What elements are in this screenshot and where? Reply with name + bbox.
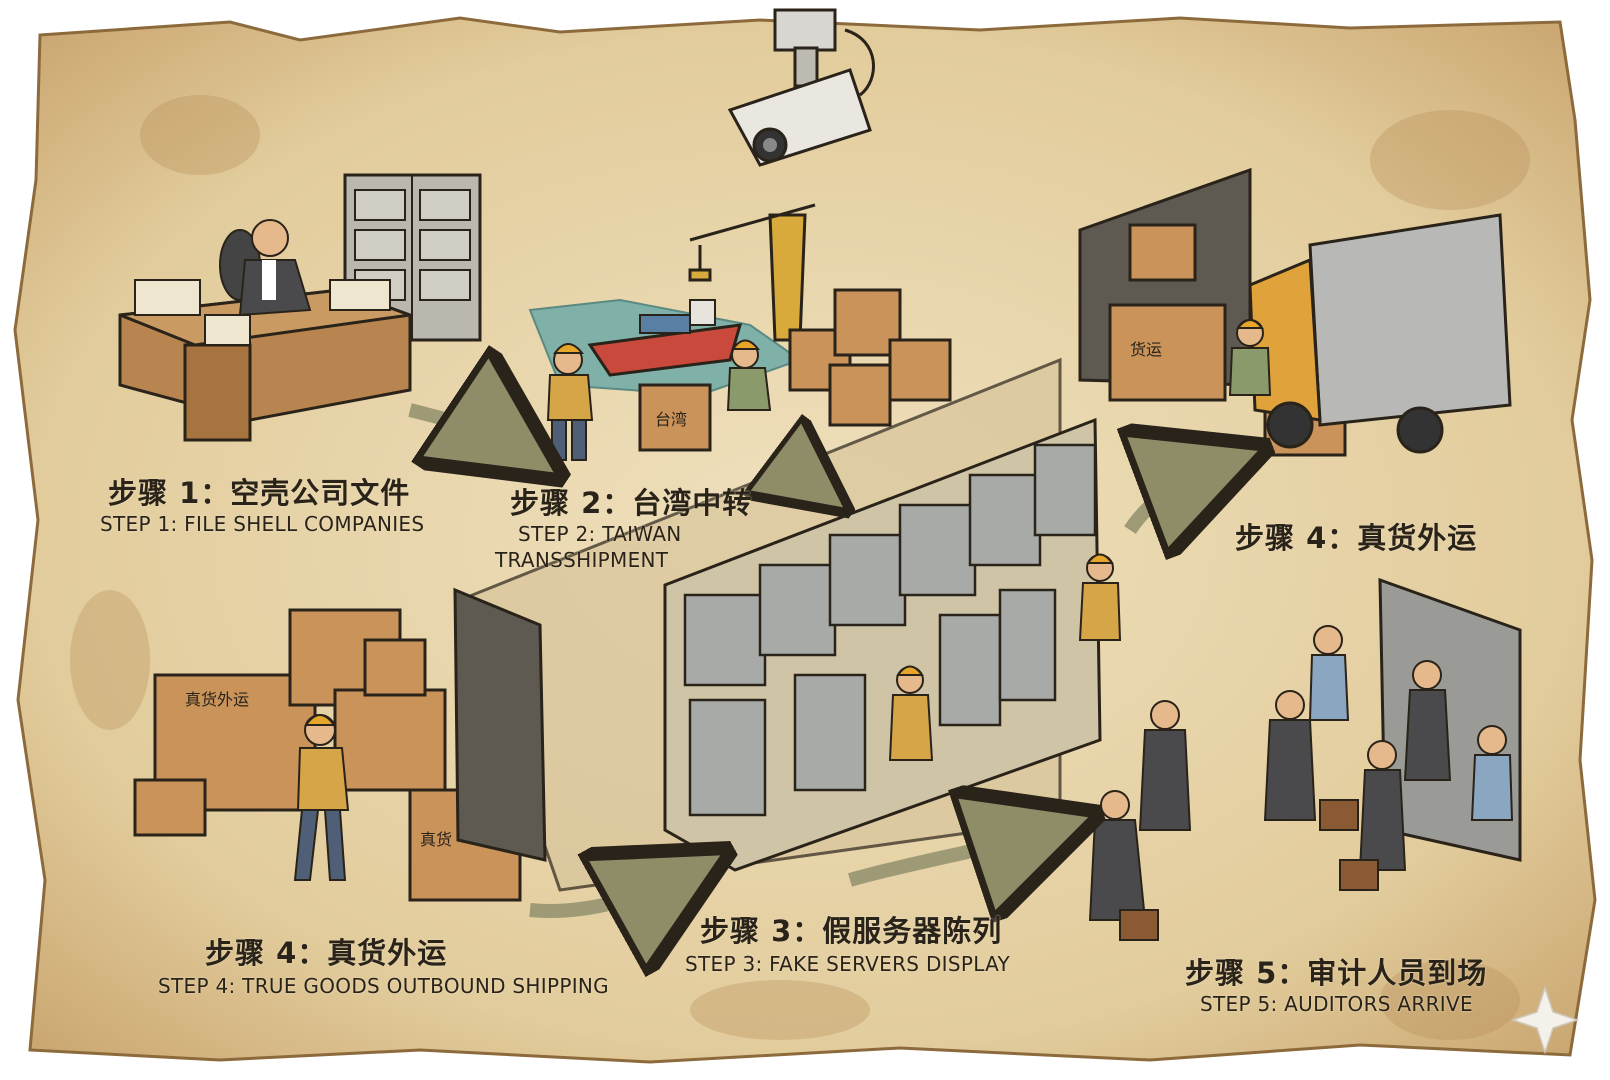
crate-label-b: 真货: [420, 830, 452, 849]
step4-top-title-cn: 步骤 4：真货外运: [1235, 521, 1478, 555]
step1-title-en: STEP 1: FILE SHELL COMPANIES: [100, 512, 425, 536]
warehouse-crates: [133, 587, 547, 902]
step2-title-en-line1: STEP 2: TAIWAN: [518, 522, 682, 546]
crate-label-c: 台湾: [655, 410, 687, 429]
office-scene: [118, 173, 482, 442]
step1-title-cn: 步骤 1：空壳公司文件: [108, 476, 411, 510]
auditors-scene: [1088, 577, 1522, 941]
step3-title-en: STEP 3: FAKE SERVERS DISPLAY: [685, 952, 1011, 976]
step2-title-en-line2: TRANSSHIPMENT: [495, 548, 669, 572]
crate-labels: 真货外运 真货 台湾 货运: [185, 340, 1162, 849]
server-wall: [458, 357, 1122, 892]
sparkle-icon: [1510, 985, 1580, 1055]
step2-title-cn: 步骤 2：台湾中转: [510, 486, 753, 520]
cargo-ship-icon: [587, 299, 743, 377]
step4-title-cn: 步骤 4：真货外运: [205, 936, 448, 970]
office-worker-head: [251, 219, 289, 257]
step4-title-en: STEP 4: TRUE GOODS OUTBOUND SHIPPING: [158, 974, 609, 998]
crate-label-a: 真货外运: [185, 690, 249, 709]
step3-title-cn: 步骤 3：假服务器陈列: [700, 914, 1003, 948]
server-units: [683, 443, 1097, 817]
document-stack: [134, 279, 391, 346]
step5-title-en: STEP 5: AUDITORS ARRIVE: [1200, 992, 1473, 1016]
flow-arrows: [408, 410, 1220, 911]
step5-title-cn: 步骤 5：审计人员到场: [1185, 956, 1488, 990]
crate-label-d: 货运: [1130, 340, 1162, 359]
security-camera-icon: [727, 8, 875, 167]
stains: [70, 95, 1530, 1040]
